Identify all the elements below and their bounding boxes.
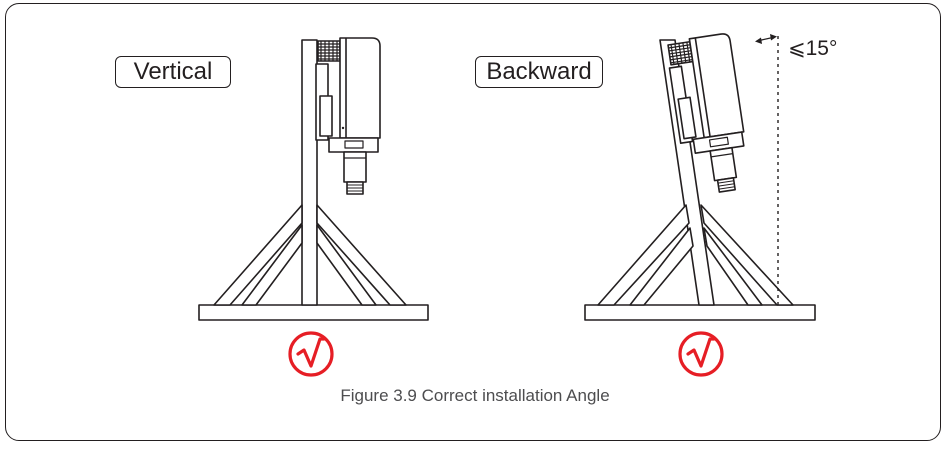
backward-stand <box>584 39 816 321</box>
label-vertical: Vertical <box>115 56 231 88</box>
label-backward: Backward <box>475 56 603 88</box>
backward-inverter <box>667 33 745 193</box>
angle-arrow-icon <box>755 34 777 44</box>
figure-frame <box>5 3 941 441</box>
check-mark-icon <box>288 331 334 377</box>
angle-limit-label: ⩽15° <box>788 37 838 60</box>
check-mark-icon <box>678 331 724 377</box>
figure-caption: Figure 3.9 Correct installation Angle <box>340 386 610 405</box>
vertical-inverter <box>315 37 381 195</box>
vertical-stand <box>198 39 429 321</box>
